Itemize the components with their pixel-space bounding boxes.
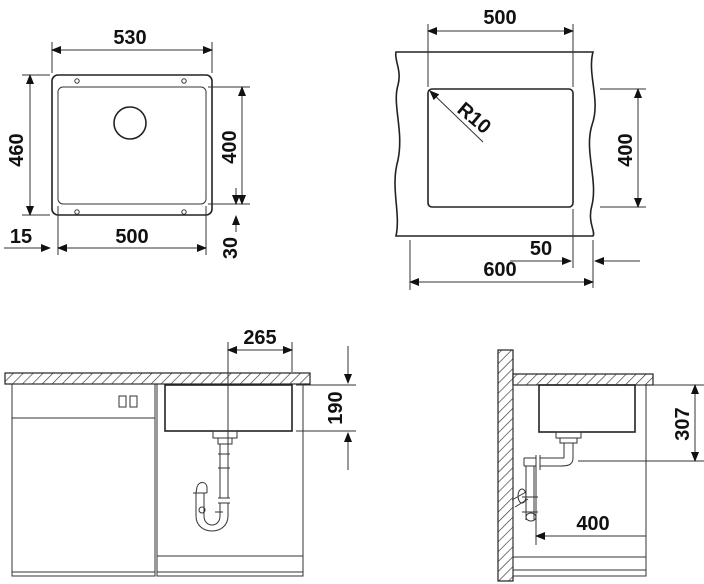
sink-cabinet <box>156 383 304 577</box>
mount-hole <box>181 209 187 215</box>
dim-side-height-307: 307 <box>672 407 694 440</box>
dishwasher-cabinet <box>11 383 156 577</box>
dim-drain-offset-265: 265 <box>243 327 276 349</box>
control-knob <box>129 395 138 408</box>
sink-bowl-outline <box>57 86 207 205</box>
side-cabinet <box>512 384 647 577</box>
drain-pipe <box>218 444 230 504</box>
side-elevation: 307 400 <box>497 349 704 582</box>
countertop-outline <box>394 51 596 237</box>
drain-hole <box>113 106 147 140</box>
trap-nut <box>198 506 206 514</box>
dim-inner-height-400: 400 <box>219 130 241 163</box>
trap-nut-side <box>517 488 527 504</box>
cutout-view: 500 R10 400 50 600 <box>394 7 646 290</box>
front-elevation: 265 190 <box>4 327 356 577</box>
dim-cutout-height-400: 400 <box>615 133 637 166</box>
dim-radius-r10: R10 <box>453 98 495 138</box>
mount-hole <box>74 78 80 84</box>
countertop-section <box>4 372 311 385</box>
dim-inner-width-500: 500 <box>115 226 148 248</box>
dim-bowl-depth-190: 190 <box>325 391 347 424</box>
sink-top-view: 530 460 400 15 500 30 <box>4 27 250 259</box>
cutout-opening <box>427 88 574 208</box>
dim-cutout-width-500: 500 <box>483 7 516 29</box>
drain-fitting <box>212 430 238 439</box>
dim-height-460: 460 <box>6 133 28 166</box>
mount-hole <box>74 209 80 215</box>
drain-fitting-side <box>555 431 582 439</box>
mount-hole <box>181 78 187 84</box>
dim-offset-15: 15 <box>10 226 32 248</box>
p-trap <box>193 482 229 532</box>
trap-arm-side <box>523 455 541 470</box>
wall-section <box>497 349 514 582</box>
countertop-section-side <box>512 373 654 386</box>
dim-offset-30: 30 <box>220 237 242 259</box>
sink-bowl-side <box>538 384 636 433</box>
dim-cabinet-width-600: 600 <box>483 259 516 281</box>
dim-side-depth-400: 400 <box>576 513 609 535</box>
dim-width-530: 530 <box>113 27 146 49</box>
drain-fitting <box>217 437 233 445</box>
drain-fitting-side <box>559 437 578 444</box>
sink-outer-rim <box>51 74 213 216</box>
drain-pipe-side <box>540 443 574 467</box>
control-knob <box>118 395 127 408</box>
dim-cabinet-offset-50: 50 <box>530 238 552 260</box>
